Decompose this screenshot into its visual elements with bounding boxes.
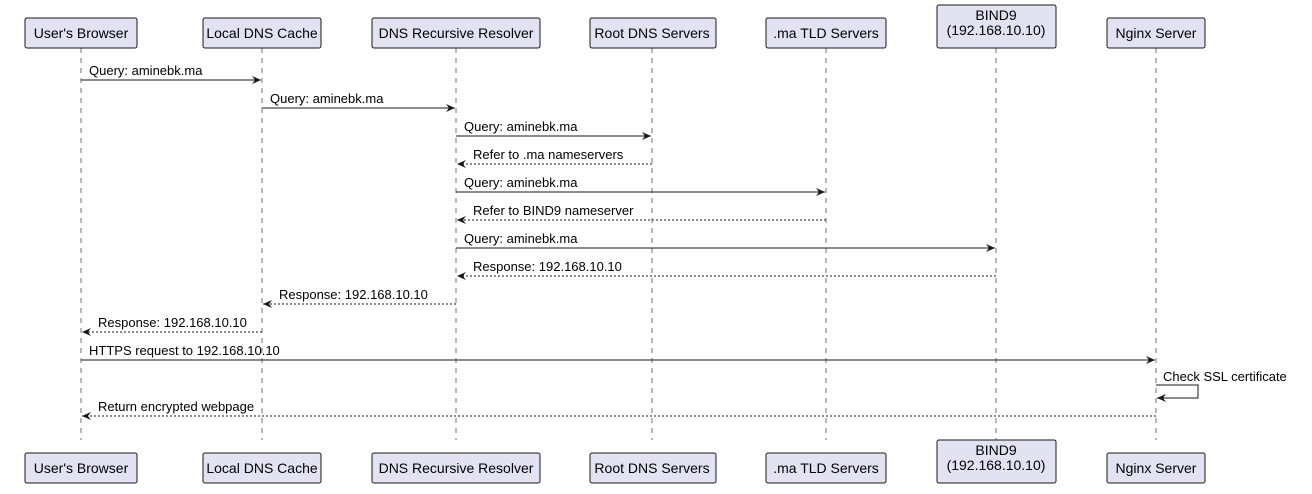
- message-11: HTTPS request to 192.168.10.10: [81, 343, 1155, 364]
- participant-label: DNS Recursive Resolver: [379, 460, 534, 476]
- message-label: Query: aminebk.ma: [89, 63, 203, 78]
- participant-label: Root DNS Servers: [594, 25, 709, 41]
- participant-label: DNS Recursive Resolver: [379, 25, 534, 41]
- participant-bind9-top: BIND9(192.168.10.10): [936, 4, 1057, 49]
- participant-box: [936, 4, 1057, 49]
- participant-box: [765, 17, 887, 49]
- message-label: Query: aminebk.ma: [464, 119, 578, 134]
- message-label: Response: 192.168.10.10: [279, 287, 428, 302]
- participant-root-top: Root DNS Servers: [589, 17, 717, 49]
- message-12: Check SSL certificate: [1156, 369, 1287, 402]
- message-7: Query: aminebk.ma: [456, 231, 995, 252]
- participant-browser-bottom: User's Browser: [24, 452, 138, 484]
- participant-label: Nginx Server: [1116, 25, 1197, 41]
- participant-box: [936, 439, 1057, 484]
- participant-box: [371, 17, 541, 49]
- participant-bind9-bottom: BIND9(192.168.10.10): [936, 439, 1057, 484]
- message-3: Query: aminebk.ma: [456, 119, 651, 140]
- participant-label: .ma TLD Servers: [773, 460, 879, 476]
- message-13: Return encrypted webpage: [82, 399, 1156, 420]
- message-1: Query: aminebk.ma: [81, 63, 261, 84]
- participant-box: [371, 452, 541, 484]
- participant-browser-top: User's Browser: [24, 17, 138, 49]
- participant-box: [24, 452, 138, 484]
- lifelines: [80, 48, 1157, 440]
- participant-resolver-top: DNS Recursive Resolver: [371, 17, 541, 49]
- participant-label: User's Browser: [34, 460, 129, 476]
- participant-tld-bottom: .ma TLD Servers: [765, 452, 887, 484]
- participant-label: Root DNS Servers: [594, 460, 709, 476]
- message-arrow: [1156, 384, 1199, 402]
- participant-box: [765, 452, 887, 484]
- participant-row-bottom: User's Browser Local DNS Cache DNS Recursi…: [24, 439, 1206, 484]
- participant-cache-bottom: Local DNS Cache: [202, 452, 322, 484]
- participant-tld-top: .ma TLD Servers: [765, 17, 887, 49]
- message-4: Refer to .ma nameservers: [457, 147, 652, 168]
- participant-box: [589, 17, 717, 49]
- participant-label: User's Browser: [34, 25, 129, 41]
- message-label: Query: aminebk.ma: [270, 91, 384, 106]
- message-6: Refer to BIND9 nameserver: [457, 203, 826, 224]
- participant-label: Local DNS Cache: [206, 25, 317, 41]
- message-5: Query: aminebk.ma: [456, 175, 825, 196]
- participant-nginx-top: Nginx Server: [1106, 17, 1206, 49]
- participant-box: [24, 17, 138, 49]
- participant-box: [202, 17, 322, 49]
- participant-box: [589, 452, 717, 484]
- participant-box: [202, 452, 322, 484]
- message-9: Response: 192.168.10.10: [263, 287, 456, 308]
- participant-resolver-bottom: DNS Recursive Resolver: [371, 452, 541, 484]
- message-10: Response: 192.168.10.10: [82, 315, 262, 336]
- participant-box: [1106, 452, 1206, 484]
- message-label: Refer to .ma nameservers: [473, 147, 624, 162]
- message-2: Query: aminebk.ma: [262, 91, 455, 112]
- participant-nginx-bottom: Nginx Server: [1106, 452, 1206, 484]
- participant-label: (192.168.10.10): [947, 457, 1046, 473]
- message-label: Refer to BIND9 nameserver: [473, 203, 634, 218]
- message-label: Response: 192.168.10.10: [98, 315, 247, 330]
- participant-row-top: User's Browser Local DNS Cache DNS Recursi…: [24, 4, 1206, 49]
- participant-label: Local DNS Cache: [206, 460, 317, 476]
- message-label: HTTPS request to 192.168.10.10: [89, 343, 280, 358]
- message-label: Response: 192.168.10.10: [473, 259, 622, 274]
- participant-label: BIND9: [975, 442, 1016, 458]
- message-label: Query: aminebk.ma: [464, 175, 578, 190]
- message-label: Check SSL certificate: [1163, 369, 1287, 384]
- participant-label: Nginx Server: [1116, 460, 1197, 476]
- participant-box: [1106, 17, 1206, 49]
- participant-cache-top: Local DNS Cache: [202, 17, 322, 49]
- participant-label: .ma TLD Servers: [773, 25, 879, 41]
- message-8: Response: 192.168.10.10: [457, 259, 996, 280]
- participant-root-bottom: Root DNS Servers: [589, 452, 717, 484]
- participant-label: BIND9: [975, 7, 1016, 23]
- message-label: Query: aminebk.ma: [464, 231, 578, 246]
- participant-label: (192.168.10.10): [947, 22, 1046, 38]
- message-label: Return encrypted webpage: [98, 399, 254, 414]
